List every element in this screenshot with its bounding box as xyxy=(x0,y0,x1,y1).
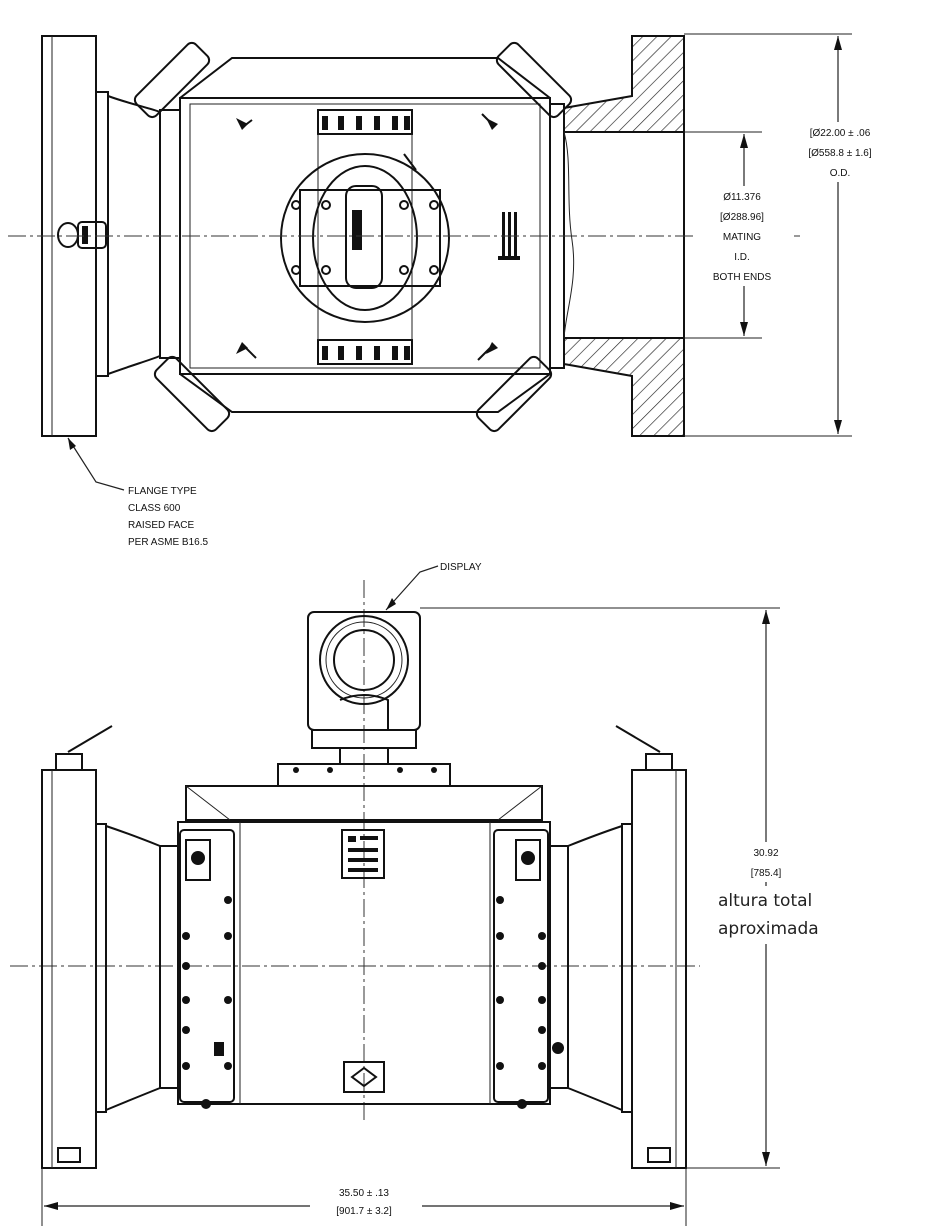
display-label: DISPLAY xyxy=(440,562,482,573)
junction-box-screws xyxy=(182,896,564,1109)
height-dimension-line-1: 30.92 xyxy=(753,848,778,859)
od-dimension-line-3: O.D. xyxy=(830,168,851,179)
od-dimension: [Ø22.00 ± .06 [Ø558.8 ± 1.6] O.D. xyxy=(684,33,898,437)
display-callout: DISPLAY xyxy=(385,562,482,611)
transducer xyxy=(133,41,573,433)
display-mount-top xyxy=(280,109,450,365)
right-flange-front xyxy=(567,725,687,1169)
id-dimension-line-1: Ø11.376 xyxy=(723,192,761,203)
height-dimension-line-2: [785.4] xyxy=(751,868,782,879)
od-dimension-line-2: [Ø558.8 ± 1.6] xyxy=(808,148,872,159)
length-dimension-line-2: [901.7 ± 3.2] xyxy=(336,1206,392,1217)
left-flange-front xyxy=(41,725,161,1169)
top-view: [Ø22.00 ± .06 [Ø558.8 ± 1.6] O.D. Ø11.37… xyxy=(8,33,898,548)
nameplate-front xyxy=(341,829,385,879)
flange-note-line-1: FLANGE TYPE xyxy=(128,486,197,497)
display-housing xyxy=(277,611,451,787)
meter-body-top xyxy=(133,41,573,433)
height-note-line-1: altura total xyxy=(718,891,812,911)
flange-bolt xyxy=(57,221,107,249)
flange-callout: FLANGE TYPE CLASS 600 RAISED FACE PER AS… xyxy=(67,437,208,548)
length-dimension: 35.50 ± .13 [901.7 ± 3.2] xyxy=(41,1168,687,1226)
flange-note-line-4: PER ASME B16.5 xyxy=(128,537,208,548)
right-flange-section xyxy=(549,35,685,437)
flange-note-line-2: CLASS 600 xyxy=(128,503,181,514)
id-dimension: Ø11.376 [Ø288.96] MATING I.D. BOTH ENDS xyxy=(684,131,794,339)
id-dimension-line-5: BOTH ENDS xyxy=(713,272,772,283)
flow-arrow-marks xyxy=(236,113,498,361)
id-dimension-line-4: I.D. xyxy=(734,252,750,263)
meter-body-front xyxy=(159,785,569,1109)
front-view: DISPLAY xyxy=(10,562,852,1226)
height-dimension: 30.92 [785.4] altura total aproximada xyxy=(420,607,852,1169)
id-dimension-line-2: [Ø288.96] xyxy=(720,212,764,223)
id-dimension-line-3: MATING xyxy=(723,232,761,243)
flange-note-line-3: RAISED FACE xyxy=(128,520,194,531)
height-note-line-2: aproximada xyxy=(718,919,819,939)
length-dimension-line-1: 35.50 ± .13 xyxy=(339,1188,389,1199)
od-dimension-line-1: [Ø22.00 ± .06 xyxy=(810,128,871,139)
flow-direction-marker xyxy=(343,1061,385,1093)
